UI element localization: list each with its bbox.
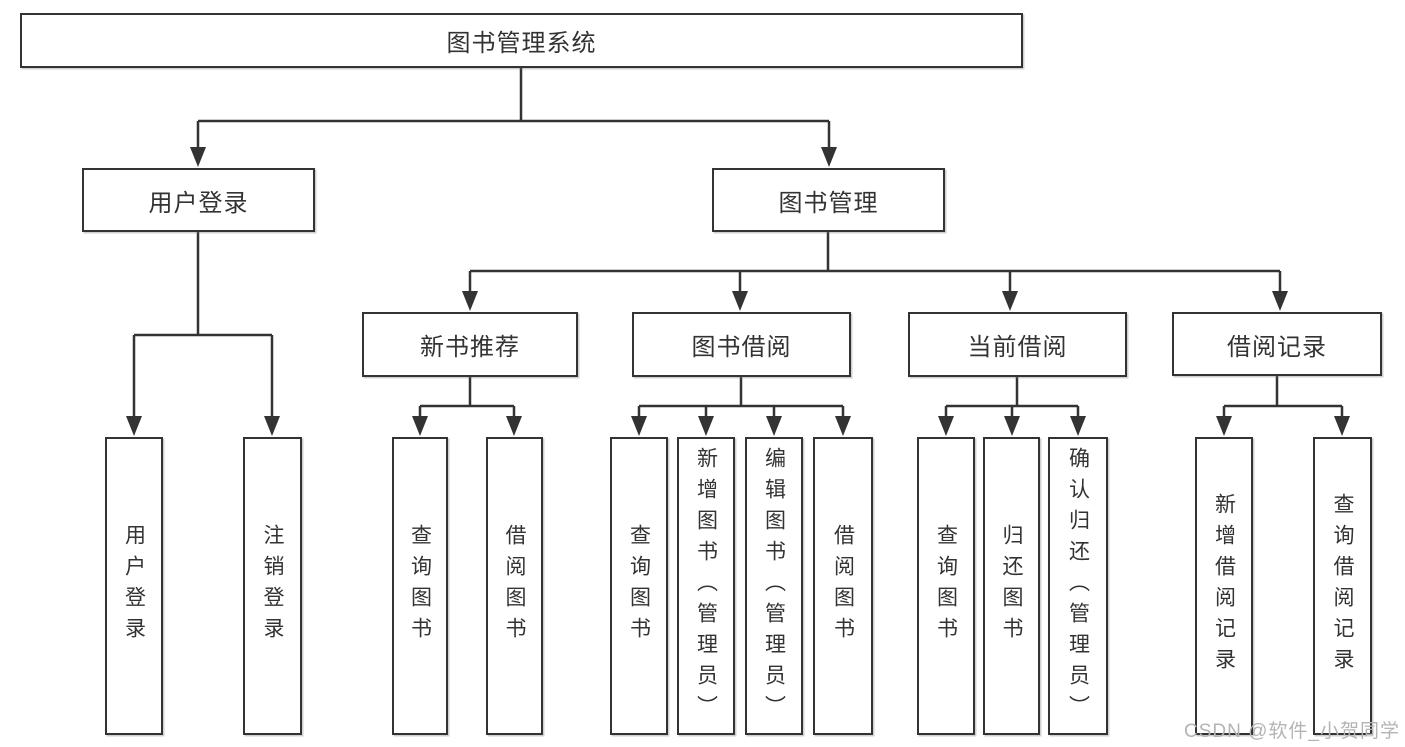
node-leaf-query-books-2-label: 查询图书 [627,524,651,648]
node-new-book-recommend-label: 新书推荐 [420,334,520,361]
node-leaf-borrow-books-2-label: 借阅图书 [831,524,855,648]
node-leaf-confirm-return-admin: 确认归还（管理员） [1048,437,1108,735]
node-root-label: 图书管理系统 [446,30,597,57]
node-book-management-label: 图书管理 [778,189,879,217]
node-leaf-confirm-return-admin-label: 确认归还（管理员） [1066,446,1090,726]
node-leaf-query-books-3: 查询图书 [917,437,975,735]
node-leaf-query-borrow-record-label: 查询借阅记录 [1331,493,1354,679]
node-book-borrow: 图书借阅 [632,312,851,377]
node-leaf-user-login: 用户登录 [105,437,163,735]
node-current-borrow-label: 当前借阅 [967,334,1068,361]
node-book-management: 图书管理 [712,168,945,232]
node-leaf-query-books-1: 查询图书 [392,437,448,735]
node-leaf-user-login-label: 用户登录 [122,524,146,648]
node-leaf-return-books-label: 归还图书 [1000,524,1023,648]
connector-book-borrow [637,377,845,430]
node-current-borrow: 当前借阅 [908,312,1127,377]
node-leaf-borrow-books-1-label: 借阅图书 [503,524,526,648]
node-leaf-add-borrow-record-label: 新增借阅记录 [1212,493,1236,679]
node-leaf-add-books-admin-label: 新增图书（管理员） [694,446,718,726]
node-leaf-return-books: 归还图书 [983,437,1040,735]
node-leaf-query-books-2: 查询图书 [610,437,668,735]
node-user-login: 用户登录 [82,168,315,232]
node-leaf-logout: 注销登录 [243,437,302,735]
node-book-borrow-label: 图书借阅 [691,334,792,361]
node-borrow-records: 借阅记录 [1172,312,1382,376]
node-leaf-query-books-1-label: 查询图书 [408,524,432,648]
node-leaf-borrow-books-1: 借阅图书 [486,437,543,735]
connector-root [196,68,831,160]
csdn-watermark: CSDN @软件_小贺同学 [1184,721,1400,742]
node-new-book-recommend: 新书推荐 [362,312,578,377]
arrowheads [126,147,1350,436]
node-leaf-edit-books-admin: 编辑图书（管理员） [745,437,803,735]
connector-book-management [468,232,1282,305]
connector-borrow-records [1222,376,1344,430]
node-leaf-add-borrow-record: 新增借阅记录 [1195,437,1253,735]
node-leaf-logout-label: 注销登录 [261,524,284,648]
connector-user-login [132,232,274,430]
node-leaf-borrow-books-2: 借阅图书 [813,437,873,735]
node-user-login-label: 用户登录 [148,189,249,217]
node-root: 图书管理系统 [20,13,1023,68]
node-leaf-add-books-admin: 新增图书（管理员） [677,437,735,735]
node-leaf-query-borrow-record: 查询借阅记录 [1313,437,1372,735]
node-leaf-query-books-3-label: 查询图书 [934,524,958,648]
connector-new-book-recommend [418,377,516,430]
node-leaf-edit-books-admin-label: 编辑图书（管理员） [762,446,786,726]
node-borrow-records-label: 借阅记录 [1227,333,1327,361]
